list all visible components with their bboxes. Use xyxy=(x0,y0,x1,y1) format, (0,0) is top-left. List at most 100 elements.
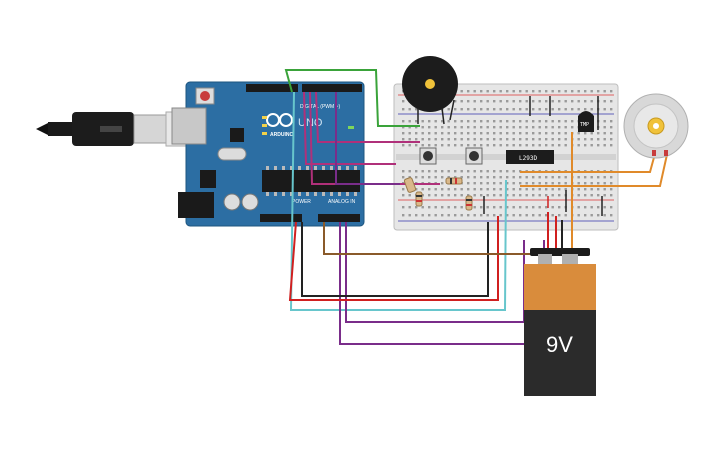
breadboard-hole xyxy=(460,108,463,111)
breadboard-hole xyxy=(486,214,489,217)
breadboard-hole xyxy=(428,170,431,173)
breadboard-hole xyxy=(564,108,567,111)
breadboard-hole xyxy=(460,90,463,93)
breadboard-hole xyxy=(603,182,606,185)
reset-button-icon xyxy=(200,91,210,101)
breadboard-hole xyxy=(454,188,457,191)
breadboard-hole xyxy=(499,176,502,179)
breadboard-hole xyxy=(512,176,515,179)
breadboard-hole xyxy=(590,90,593,93)
breadboard-hole xyxy=(538,214,541,217)
breadboard-hole xyxy=(460,214,463,217)
breadboard-hole xyxy=(480,214,483,217)
breadboard-hole xyxy=(506,206,509,209)
breadboard-hole xyxy=(467,126,470,129)
breadboard-hole xyxy=(486,188,489,191)
breadboard-hole xyxy=(408,170,411,173)
breadboard-hole xyxy=(551,120,554,123)
breadboard-hole xyxy=(460,194,463,197)
usb-cable xyxy=(36,111,193,147)
breadboard-hole xyxy=(558,90,561,93)
breadboard-hole xyxy=(584,100,587,103)
arduino-uno: ARDUINO UNO DIGITAL (PWM ~) POWER ANALOG… xyxy=(171,81,365,227)
breadboard-hole xyxy=(493,182,496,185)
analog-header-label: ANALOG IN xyxy=(328,199,356,205)
breadboard-hole xyxy=(571,90,574,93)
breadboard-hole xyxy=(454,170,457,173)
breadboard-hole xyxy=(506,144,509,147)
breadboard-hole xyxy=(610,188,613,191)
breadboard-hole xyxy=(532,138,535,141)
breadboard-hole xyxy=(499,188,502,191)
breadboard-hole xyxy=(473,120,476,123)
breadboard-hole xyxy=(512,214,515,217)
breadboard-hole xyxy=(597,188,600,191)
breadboard-hole xyxy=(590,138,593,141)
breadboard-hole xyxy=(545,100,548,103)
breadboard-hole xyxy=(597,176,600,179)
breadboard-hole xyxy=(512,182,515,185)
breadboard-hole xyxy=(460,176,463,179)
breadboard-hole xyxy=(467,170,470,173)
breadboard-hole xyxy=(590,132,593,135)
breadboard-hole xyxy=(603,214,606,217)
breadboard-hole xyxy=(597,206,600,209)
breadboard-hole xyxy=(603,176,606,179)
breadboard-hole xyxy=(545,188,548,191)
breadboard-hole xyxy=(597,138,600,141)
breadboard-hole xyxy=(551,182,554,185)
breadboard-hole xyxy=(538,90,541,93)
resistor-3 xyxy=(465,195,473,211)
breadboard-hole xyxy=(610,90,613,93)
breadboard-hole xyxy=(480,188,483,191)
breadboard-hole xyxy=(428,120,431,123)
breadboard-hole xyxy=(415,108,418,111)
breadboard-hole xyxy=(577,214,580,217)
breadboard-hole xyxy=(467,132,470,135)
breadboard-hole xyxy=(532,214,535,217)
tmp-temperature-sensor: TMP xyxy=(578,111,594,132)
breadboard-hole xyxy=(577,194,580,197)
breadboard-hole xyxy=(467,100,470,103)
breadboard-hole xyxy=(402,170,405,173)
breadboard-hole xyxy=(467,108,470,111)
breadboard-hole xyxy=(564,100,567,103)
breadboard-hole xyxy=(564,176,567,179)
breadboard-hole xyxy=(506,188,509,191)
breadboard-hole xyxy=(519,214,522,217)
breadboard-hole xyxy=(441,176,444,179)
breadboard-hole xyxy=(454,126,457,129)
breadboard-hole xyxy=(415,144,418,147)
breadboard-hole xyxy=(512,90,515,93)
breadboard-hole xyxy=(545,206,548,209)
breadboard-hole xyxy=(473,188,476,191)
breadboard-hole xyxy=(428,188,431,191)
breadboard-hole xyxy=(512,138,515,141)
breadboard-hole xyxy=(486,90,489,93)
breadboard-hole xyxy=(441,120,444,123)
breadboard-hole xyxy=(499,120,502,123)
breadboard-hole xyxy=(421,188,424,191)
breadboard-hole xyxy=(584,90,587,93)
breadboard-hole xyxy=(564,214,567,217)
breadboard-hole xyxy=(447,214,450,217)
breadboard-hole xyxy=(525,108,528,111)
breadboard-hole xyxy=(551,108,554,111)
breadboard-hole xyxy=(454,206,457,209)
breadboard-hole xyxy=(499,108,502,111)
breadboard-hole xyxy=(499,144,502,147)
breadboard-hole xyxy=(454,120,457,123)
breadboard-hole xyxy=(545,120,548,123)
breadboard-hole xyxy=(590,108,593,111)
breadboard-hole xyxy=(532,126,535,129)
breadboard-hole xyxy=(558,100,561,103)
breadboard-hole xyxy=(584,214,587,217)
breadboard-hole xyxy=(428,138,431,141)
breadboard-hole xyxy=(558,206,561,209)
wire-purple-1 xyxy=(335,92,400,185)
breadboard-hole xyxy=(493,120,496,123)
breadboard-hole xyxy=(473,90,476,93)
breadboard-hole xyxy=(480,100,483,103)
breadboard-hole xyxy=(590,214,593,217)
breadboard-hole xyxy=(545,214,548,217)
